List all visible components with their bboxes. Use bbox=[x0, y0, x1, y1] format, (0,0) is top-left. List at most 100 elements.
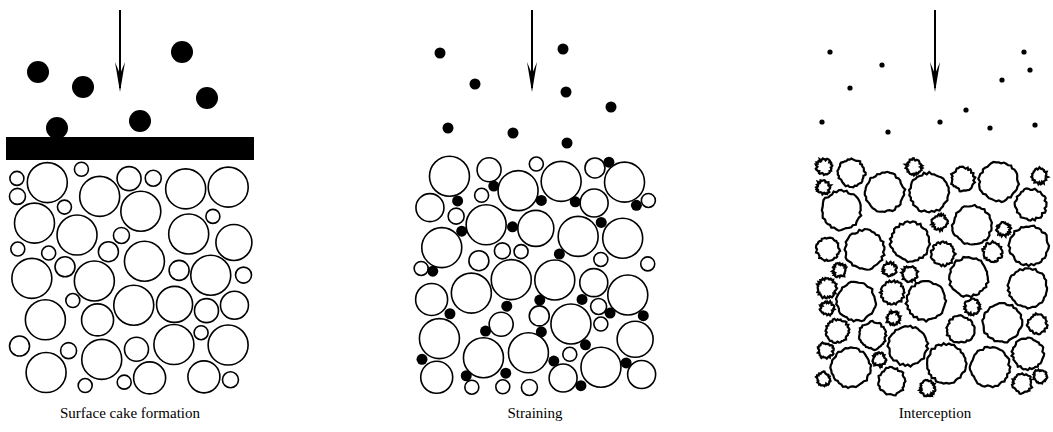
media-grain bbox=[26, 353, 66, 393]
coated-grain bbox=[890, 221, 930, 262]
media-grain bbox=[82, 304, 114, 336]
media-grain bbox=[514, 245, 528, 259]
filter-cake bbox=[6, 137, 254, 160]
coated-grain bbox=[837, 158, 865, 187]
media-grain bbox=[194, 326, 208, 340]
particle bbox=[1021, 49, 1026, 54]
particle bbox=[603, 157, 614, 168]
coated-grain bbox=[820, 301, 835, 315]
media-grain bbox=[15, 203, 55, 243]
media-grain bbox=[216, 224, 252, 260]
media-grain bbox=[42, 246, 56, 260]
coated-grain bbox=[880, 280, 904, 304]
particle bbox=[575, 380, 586, 391]
coated-grain bbox=[1008, 226, 1048, 266]
coated-grain bbox=[978, 162, 1019, 202]
media-grain bbox=[82, 339, 122, 379]
media-grain bbox=[117, 167, 141, 191]
media-grain bbox=[157, 286, 193, 322]
particle bbox=[605, 308, 616, 319]
coated-grain bbox=[909, 172, 949, 212]
particle bbox=[999, 77, 1004, 82]
particle bbox=[621, 357, 632, 368]
media-grain bbox=[10, 171, 24, 185]
coated-grain bbox=[970, 347, 1011, 387]
particle bbox=[819, 119, 824, 124]
media-grain bbox=[429, 156, 469, 196]
arrow-head bbox=[527, 62, 537, 92]
coated-grain bbox=[830, 347, 871, 388]
coated-grain bbox=[816, 180, 831, 194]
media-grain bbox=[489, 312, 513, 336]
particle bbox=[480, 326, 491, 337]
media-grain bbox=[416, 194, 444, 222]
media-grain bbox=[448, 208, 464, 224]
coated-grain bbox=[817, 278, 837, 298]
media-grain bbox=[98, 242, 118, 262]
media-grain bbox=[535, 260, 575, 300]
media-grain bbox=[508, 333, 548, 373]
media-grain bbox=[145, 170, 161, 186]
coated-grain bbox=[901, 266, 918, 282]
arrow-head bbox=[930, 62, 940, 92]
media-grain bbox=[27, 163, 67, 203]
particle bbox=[554, 249, 565, 260]
media-grain bbox=[188, 361, 220, 393]
media-grain bbox=[422, 228, 462, 268]
media-grain bbox=[74, 162, 88, 176]
media-grain bbox=[641, 257, 655, 271]
media-grain bbox=[641, 193, 655, 207]
particle bbox=[631, 200, 642, 211]
coated-grain bbox=[982, 241, 1002, 262]
coated-grain bbox=[822, 190, 861, 231]
coated-grain bbox=[927, 343, 967, 383]
media-grain bbox=[57, 215, 97, 255]
coated-grain bbox=[826, 319, 850, 343]
coated-grain bbox=[878, 367, 905, 395]
media-grain bbox=[206, 209, 220, 223]
media-grain bbox=[529, 157, 543, 171]
media-grain bbox=[491, 260, 531, 300]
media-grain bbox=[208, 167, 248, 207]
particle bbox=[470, 79, 481, 90]
particle bbox=[558, 44, 569, 55]
media-grain bbox=[591, 298, 607, 314]
coated-grain bbox=[1031, 167, 1047, 184]
media-grain bbox=[581, 347, 621, 387]
media-grain bbox=[194, 299, 218, 323]
particle bbox=[196, 87, 218, 109]
particle bbox=[508, 128, 519, 139]
coated-grain bbox=[932, 214, 948, 231]
particle bbox=[427, 266, 438, 277]
caption-label: Straining bbox=[508, 404, 563, 422]
media-grain bbox=[585, 158, 605, 178]
coated-grain bbox=[982, 303, 1022, 342]
media-grain bbox=[113, 227, 129, 243]
particle bbox=[827, 49, 832, 54]
coated-grain bbox=[872, 352, 886, 366]
cake-panel bbox=[6, 10, 254, 394]
media-grain bbox=[166, 169, 206, 209]
media-grain bbox=[169, 260, 189, 280]
particle bbox=[507, 221, 518, 232]
coated-grain bbox=[816, 238, 840, 261]
particle bbox=[596, 217, 607, 228]
arrow-head bbox=[115, 62, 125, 92]
particle bbox=[452, 195, 463, 206]
particle bbox=[885, 129, 890, 134]
particle bbox=[27, 61, 49, 83]
coated-grain bbox=[816, 159, 833, 175]
caption-label: Interception bbox=[899, 404, 971, 422]
coated-grain bbox=[859, 321, 886, 350]
media-grain bbox=[25, 300, 65, 340]
media-grain bbox=[419, 319, 459, 359]
media-grain bbox=[580, 189, 608, 217]
media-grain bbox=[114, 285, 154, 325]
media-grain bbox=[551, 304, 591, 344]
particle bbox=[456, 226, 467, 237]
media-grain bbox=[169, 214, 209, 254]
coated-grain bbox=[836, 282, 876, 321]
particle bbox=[847, 85, 852, 90]
media-grain bbox=[78, 379, 92, 393]
